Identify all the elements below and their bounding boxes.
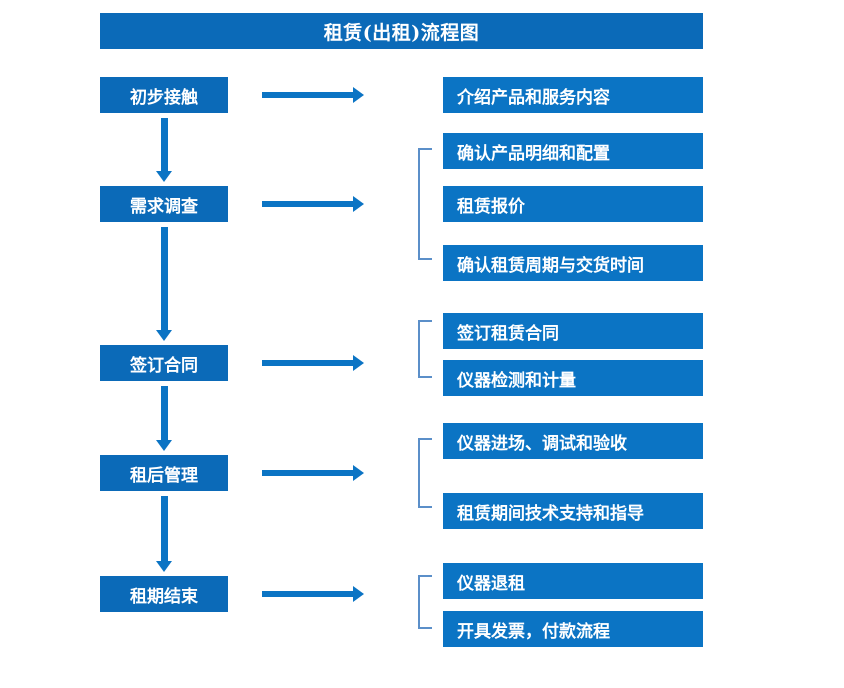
group-bracket-5 [418,575,432,629]
detail-box-5[interactable]: 签订租赁合同 [443,313,703,349]
detail-box-8[interactable]: 租赁期间技术支持和指导 [443,493,703,529]
detail-box-10[interactable]: 开具发票，付款流程 [443,611,703,647]
horizontal-arrow-5 [262,586,364,602]
detail-box-9[interactable]: 仪器退租 [443,563,703,599]
detail-label-6: 仪器检测和计量 [457,370,576,391]
horizontal-arrow-4 [262,465,364,481]
stage-label-3: 签订合同 [130,355,198,376]
detail-label-8: 租赁期间技术支持和指导 [457,503,644,524]
detail-box-1[interactable]: 介绍产品和服务内容 [443,77,703,113]
detail-label-2: 确认产品明细和配置 [457,143,610,164]
detail-label-1: 介绍产品和服务内容 [457,87,610,108]
vertical-arrow-1 [153,118,175,182]
detail-box-6[interactable]: 仪器检测和计量 [443,360,703,396]
detail-label-10: 开具发票，付款流程 [457,621,610,642]
stage-label-5: 租期结束 [130,586,198,607]
group-bracket-4 [418,438,432,508]
detail-box-3[interactable]: 租赁报价 [443,186,703,222]
stage-box-3[interactable]: 签订合同 [100,345,228,381]
detail-label-7: 仪器进场、调试和验收 [457,433,627,454]
detail-label-5: 签订租赁合同 [457,323,559,344]
vertical-arrow-3 [153,386,175,451]
diagram-title: 租赁(出租)流程图 [323,21,480,44]
stage-label-4: 租后管理 [130,465,198,486]
detail-box-2[interactable]: 确认产品明细和配置 [443,133,703,169]
detail-box-4[interactable]: 确认租赁周期与交货时间 [443,245,703,281]
stage-label-2: 需求调查 [130,196,198,217]
group-bracket-3 [418,320,432,378]
stage-box-5[interactable]: 租期结束 [100,576,228,612]
detail-label-9: 仪器退租 [457,573,525,594]
stage-box-4[interactable]: 租后管理 [100,455,228,491]
stage-label-1: 初步接触 [130,87,198,108]
horizontal-arrow-3 [262,355,364,371]
vertical-arrow-4 [153,496,175,572]
stage-box-2[interactable]: 需求调查 [100,186,228,222]
horizontal-arrow-1 [262,87,364,103]
stage-box-1[interactable]: 初步接触 [100,77,228,113]
detail-box-7[interactable]: 仪器进场、调试和验收 [443,423,703,459]
detail-label-3: 租赁报价 [457,196,525,217]
vertical-arrow-2 [153,227,175,341]
detail-label-4: 确认租赁周期与交货时间 [457,255,644,276]
diagram-title-bar: 租赁(出租)流程图 [100,13,703,49]
group-bracket-2 [418,148,432,260]
horizontal-arrow-2 [262,196,364,212]
